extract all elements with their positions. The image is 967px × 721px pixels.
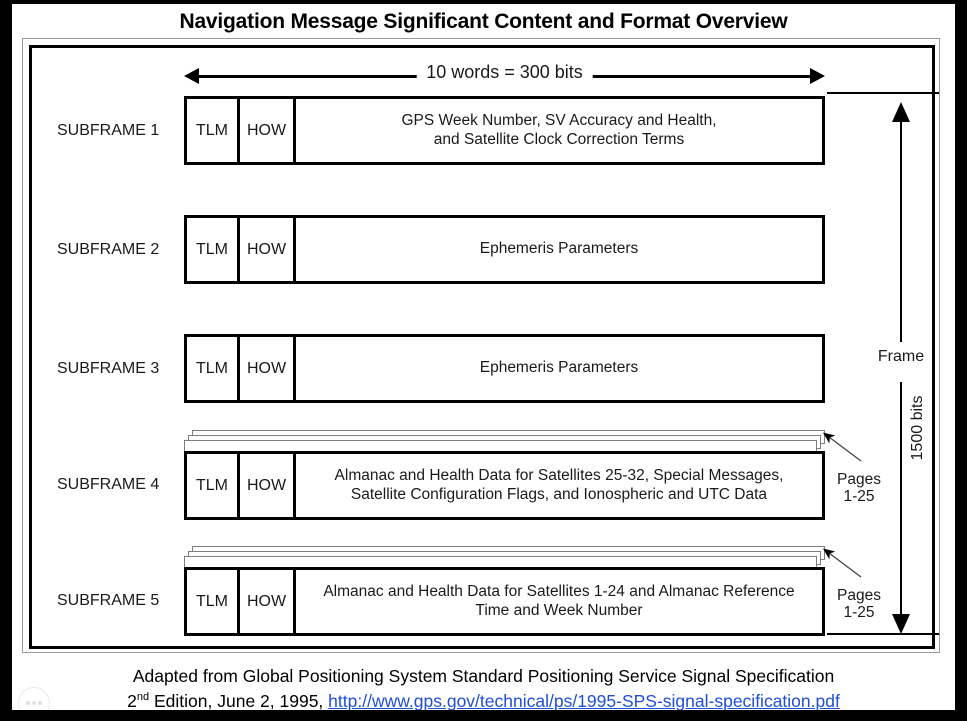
arrow-left-head-icon	[184, 68, 199, 84]
page-title: Navigation Message Significant Content a…	[179, 10, 788, 33]
frame-label: Frame	[877, 348, 925, 365]
frame-arrow-upper	[891, 102, 911, 342]
subframe-5-content-cell[interactable]: Almanac and Health Data for Satellites 1…	[323, 582, 795, 619]
subframe-box-4[interactable]: TLM HOW Almanac and Health Data for Sate…	[184, 451, 825, 520]
arrow-down-head-icon	[892, 614, 910, 634]
subframe-2-tlm-cell[interactable]: TLM	[187, 218, 240, 281]
subframe-label-5: SUBFRAME 5	[57, 592, 160, 609]
subframe-box-3[interactable]: TLM HOW Ephemeris Parameters	[184, 334, 825, 403]
words-bits-dimension-arrow: 10 words = 300 bits	[184, 62, 825, 88]
subframe-box-1[interactable]: TLM HOW GPS Week Number, SV Accuracy and…	[184, 96, 825, 165]
frame-bits-label: 1500 bits	[909, 395, 926, 461]
caption-edition-text: Edition, June 2, 1995,	[149, 690, 329, 711]
subframe-4-pages-pointer-icon	[822, 432, 862, 462]
arrow-shaft	[900, 116, 902, 342]
frame-arrow-lower	[891, 382, 911, 634]
subframe-label-1: SUBFRAME 1	[57, 122, 160, 139]
words-bits-label: 10 words = 300 bits	[416, 62, 593, 83]
subframe-label-2: SUBFRAME 2	[57, 241, 160, 258]
caption-line-1: Adapted from Global Positioning System S…	[132, 666, 835, 686]
caption-edition-number: 2	[127, 690, 137, 711]
watermark-dot	[38, 701, 42, 705]
source-caption: Adapted from Global Positioning System S…	[12, 664, 955, 711]
subframe-5-pages-pointer-icon	[822, 548, 862, 578]
subframe-label-3: SUBFRAME 3	[57, 360, 160, 377]
caption-edition-ordinal: nd	[136, 691, 150, 704]
subframe-4-page-stack	[184, 428, 825, 454]
arrow-right-head-icon	[810, 68, 825, 84]
watermark-dot	[26, 701, 30, 705]
subframe-box-5[interactable]: TLM HOW Almanac and Health Data for Sate…	[184, 567, 825, 636]
corner-watermark-icon	[18, 687, 50, 710]
watermark-dot	[32, 701, 36, 705]
subframe-5-tlm-cell[interactable]: TLM	[187, 570, 240, 633]
subframe-5-page-stack	[184, 544, 825, 570]
subframe-4-tlm-cell[interactable]: TLM	[187, 454, 240, 517]
subframe-5-how-cell[interactable]: HOW	[240, 570, 296, 633]
subframe-4-content-cell[interactable]: Almanac and Health Data for Satellites 2…	[334, 466, 784, 503]
subframe-box-2[interactable]: TLM HOW Ephemeris Parameters	[184, 215, 825, 284]
arrow-up-head-icon	[892, 102, 910, 122]
navigation-message-diagram: 10 words = 300 bits Frame 1500 bits SUBF…	[12, 4, 955, 710]
caption-line-2: 2nd Edition, June 2, 1995, http://www.gp…	[12, 689, 955, 711]
subframe-4-how-cell[interactable]: HOW	[240, 454, 296, 517]
arrow-shaft	[900, 382, 902, 620]
subframe-2-content-cell[interactable]: Ephemeris Parameters	[479, 240, 639, 258]
frame-bracket-bottom-rule	[827, 633, 939, 635]
subframe-label-4: SUBFRAME 4	[57, 476, 160, 493]
subframe-1-content-cell[interactable]: GPS Week Number, SV Accuracy and Health,…	[401, 111, 717, 148]
subframe-3-how-cell[interactable]: HOW	[240, 337, 296, 400]
subframe-3-tlm-cell[interactable]: TLM	[187, 337, 240, 400]
subframe-1-how-cell[interactable]: HOW	[240, 99, 296, 162]
subframe-1-tlm-cell[interactable]: TLM	[187, 99, 240, 162]
subframe-2-how-cell[interactable]: HOW	[240, 218, 296, 281]
frame-bracket-top-rule	[827, 92, 939, 94]
subframe-3-content-cell[interactable]: Ephemeris Parameters	[479, 359, 639, 377]
source-link[interactable]: http://www.gps.gov/technical/ps/1995-SPS…	[328, 690, 840, 711]
